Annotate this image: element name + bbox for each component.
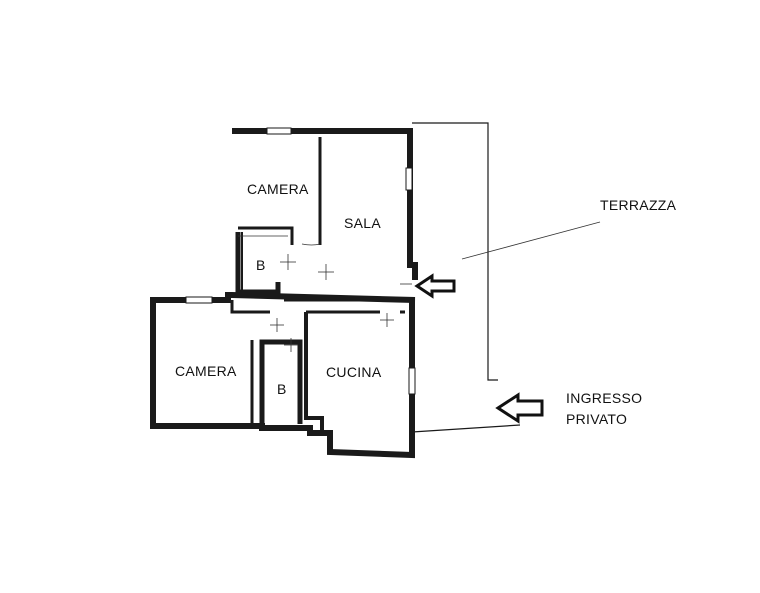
room-label-bath-bottom: B bbox=[277, 381, 286, 397]
terrace-outline bbox=[411, 122, 521, 433]
room-label-cucina: CUCINA bbox=[326, 364, 382, 380]
arrow-left-icon bbox=[495, 392, 544, 424]
outer-walls bbox=[150, 127, 418, 459]
room-label-camera-bottom: CAMERA bbox=[175, 363, 237, 379]
terrazza-leader bbox=[461, 221, 601, 260]
label-ingresso: INGRESSO bbox=[566, 390, 642, 406]
interior-walls bbox=[230, 137, 405, 432]
arrow-left-icon bbox=[414, 273, 456, 299]
room-label-camera-top: CAMERA bbox=[247, 181, 309, 197]
label-terrazza: TERRAZZA bbox=[600, 197, 677, 213]
door-marks bbox=[270, 243, 412, 352]
label-privato: PRIVATO bbox=[566, 411, 627, 427]
room-label-sala: SALA bbox=[344, 215, 381, 231]
room-label-bath-top: B bbox=[256, 257, 265, 273]
